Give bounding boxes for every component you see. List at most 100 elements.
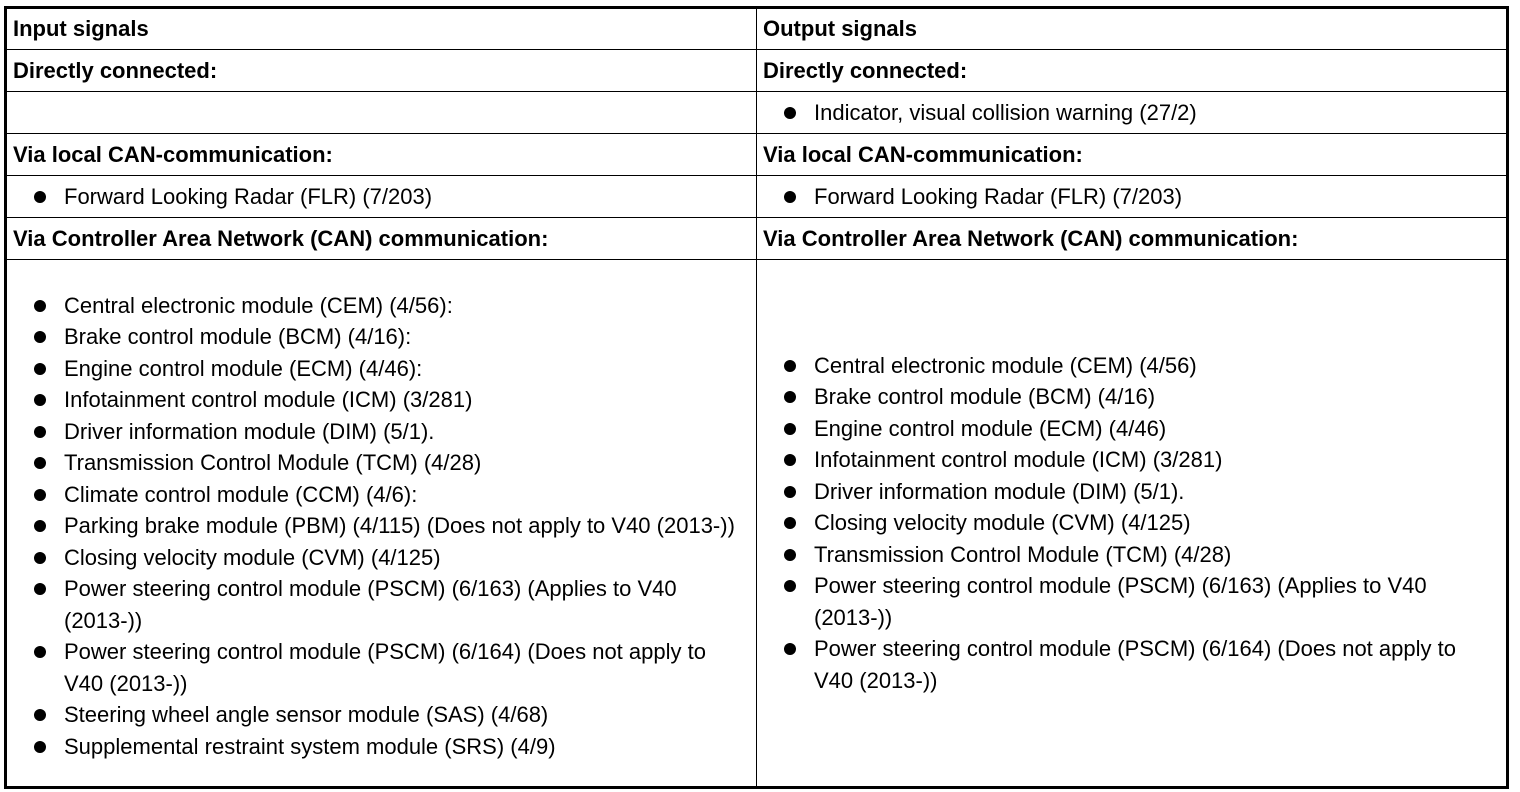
list-item-text: Infotainment control module (ICM) (3/281…: [814, 447, 1223, 473]
input-can-items: Central electronic module (CEM) (4/56): B…: [5, 259, 757, 788]
list-item: Steering wheel angle sensor module (SAS)…: [13, 699, 750, 731]
list-item: Driver information module (DIM) (5/1).: [763, 476, 1500, 508]
bullet-icon: [34, 190, 46, 203]
output-can-list: Central electronic module (CEM) (4/56) Br…: [763, 350, 1500, 697]
list-item-text: Climate control module (CCM) (4/6):: [64, 481, 418, 507]
bullet-icon: [34, 457, 46, 470]
list-item: Indicator, visual collision warning (27/…: [763, 97, 1500, 129]
bullet-icon: [34, 709, 46, 722]
bullet-icon: [34, 331, 46, 344]
list-item-text: Infotainment control module (ICM) (3/281…: [64, 387, 473, 413]
list-item: Central electronic module (CEM) (4/56):: [13, 290, 750, 322]
list-item-text: Supplemental restraint system module (SR…: [64, 733, 556, 759]
bullet-icon: [34, 488, 46, 501]
list-item: Infotainment control module (ICM) (3/281…: [13, 384, 750, 416]
list-item: Closing velocity module (CVM) (4/125): [13, 542, 750, 574]
list-item: Power steering control module (PSCM) (6/…: [763, 633, 1500, 696]
bullet-icon: [34, 583, 46, 596]
output-local-can-items: Forward Looking Radar (FLR) (7/203): [756, 175, 1508, 218]
bullet-icon: [784, 391, 796, 404]
bullet-icon: [34, 520, 46, 533]
list-item-text: Forward Looking Radar (FLR) (7/203): [814, 183, 1183, 209]
list-item: Power steering control module (PSCM) (6/…: [13, 636, 750, 699]
list-item-text: Forward Looking Radar (FLR) (7/203): [64, 183, 433, 209]
header-row: Input signals Output signals: [5, 7, 1508, 50]
bullet-icon: [784, 580, 796, 593]
output-local-can-list: Forward Looking Radar (FLR) (7/203): [763, 181, 1500, 213]
local-can-items-row: Forward Looking Radar (FLR) (7/203) Forw…: [5, 175, 1508, 218]
can-items-row: Central electronic module (CEM) (4/56): B…: [5, 259, 1508, 788]
list-item: Central electronic module (CEM) (4/56): [763, 350, 1500, 382]
list-item: Brake control module (BCM) (4/16): [763, 381, 1500, 413]
list-item-text: Power steering control module (PSCM) (6/…: [814, 573, 1427, 630]
bullet-icon: [34, 646, 46, 659]
list-item: Infotainment control module (ICM) (3/281…: [763, 444, 1500, 476]
input-direct-items: [5, 91, 757, 134]
bullet-icon: [34, 299, 46, 312]
bullet-icon: [34, 425, 46, 438]
list-item: Brake control module (BCM) (4/16):: [13, 321, 750, 353]
direct-label-row: Directly connected: Directly connected:: [5, 49, 1508, 92]
list-item-text: Brake control module (BCM) (4/16):: [64, 324, 412, 350]
bullet-icon: [784, 454, 796, 467]
list-item-text: Power steering control module (PSCM) (6/…: [64, 576, 677, 633]
bullet-icon: [34, 394, 46, 407]
output-direct-label: Directly connected:: [756, 49, 1508, 92]
list-item: Power steering control module (PSCM) (6/…: [763, 570, 1500, 633]
output-can-items: Central electronic module (CEM) (4/56) Br…: [756, 259, 1508, 788]
bullet-icon: [784, 359, 796, 372]
list-item: Transmission Control Module (TCM) (4/28): [763, 539, 1500, 571]
list-item-text: Central electronic module (CEM) (4/56): [814, 352, 1197, 378]
output-local-can-label: Via local CAN-communication:: [756, 133, 1508, 176]
list-item-text: Central electronic module (CEM) (4/56):: [64, 292, 453, 318]
list-item-text: Driver information module (DIM) (5/1).: [814, 478, 1185, 504]
input-local-can-label: Via local CAN-communication:: [5, 133, 757, 176]
list-item-text: Parking brake module (PBM) (4/115) (Does…: [64, 513, 735, 539]
list-item-text: Steering wheel angle sensor module (SAS)…: [64, 702, 549, 728]
output-direct-items: Indicator, visual collision warning (27/…: [756, 91, 1508, 134]
list-item-text: Brake control module (BCM) (4/16): [814, 384, 1156, 410]
bullet-icon: [784, 422, 796, 435]
bullet-icon: [34, 551, 46, 564]
list-item-text: Power steering control module (PSCM) (6/…: [64, 639, 706, 696]
list-item-text: Engine control module (ECM) (4/46): [814, 415, 1167, 441]
list-item: Forward Looking Radar (FLR) (7/203): [763, 181, 1500, 213]
list-item: Closing velocity module (CVM) (4/125): [763, 507, 1500, 539]
list-item-text: Transmission Control Module (TCM) (4/28): [64, 450, 482, 476]
output-can-label: Via Controller Area Network (CAN) commun…: [756, 217, 1508, 260]
output-direct-list: Indicator, visual collision warning (27/…: [763, 97, 1500, 129]
list-item-text: Indicator, visual collision warning (27/…: [814, 99, 1197, 125]
signals-table: Input signals Output signals Directly co…: [4, 6, 1509, 789]
input-local-can-items: Forward Looking Radar (FLR) (7/203): [5, 175, 757, 218]
list-item: Driver information module (DIM) (5/1).: [13, 416, 750, 448]
bullet-icon: [784, 517, 796, 530]
bullet-icon: [784, 190, 796, 203]
list-item: Power steering control module (PSCM) (6/…: [13, 573, 750, 636]
list-item: Parking brake module (PBM) (4/115) (Does…: [13, 510, 750, 542]
list-item: Transmission Control Module (TCM) (4/28): [13, 447, 750, 479]
input-signals-header: Input signals: [5, 7, 757, 50]
output-signals-header: Output signals: [756, 7, 1508, 50]
input-can-list: Central electronic module (CEM) (4/56): B…: [13, 284, 750, 763]
list-item: Engine control module (ECM) (4/46): [763, 413, 1500, 445]
input-direct-label: Directly connected:: [5, 49, 757, 92]
local-can-label-row: Via local CAN-communication: Via local C…: [5, 133, 1508, 176]
list-item-text: Transmission Control Module (TCM) (4/28): [814, 541, 1232, 567]
bullet-icon: [784, 643, 796, 656]
list-item: Forward Looking Radar (FLR) (7/203): [13, 181, 750, 213]
bullet-icon: [34, 740, 46, 753]
list-item-text: Engine control module (ECM) (4/46):: [64, 355, 423, 381]
input-local-can-list: Forward Looking Radar (FLR) (7/203): [13, 181, 750, 213]
list-item-text: Power steering control module (PSCM) (6/…: [814, 636, 1456, 693]
can-label-row: Via Controller Area Network (CAN) commun…: [5, 217, 1508, 260]
bullet-icon: [784, 106, 796, 119]
direct-items-row: Indicator, visual collision warning (27/…: [5, 91, 1508, 134]
input-can-label: Via Controller Area Network (CAN) commun…: [5, 217, 757, 260]
list-item: Engine control module (ECM) (4/46):: [13, 353, 750, 385]
bullet-icon: [34, 362, 46, 375]
bullet-icon: [784, 485, 796, 498]
list-item: Supplemental restraint system module (SR…: [13, 731, 750, 763]
list-item-text: Closing velocity module (CVM) (4/125): [814, 510, 1191, 536]
bullet-icon: [784, 548, 796, 561]
list-item: Climate control module (CCM) (4/6):: [13, 479, 750, 511]
